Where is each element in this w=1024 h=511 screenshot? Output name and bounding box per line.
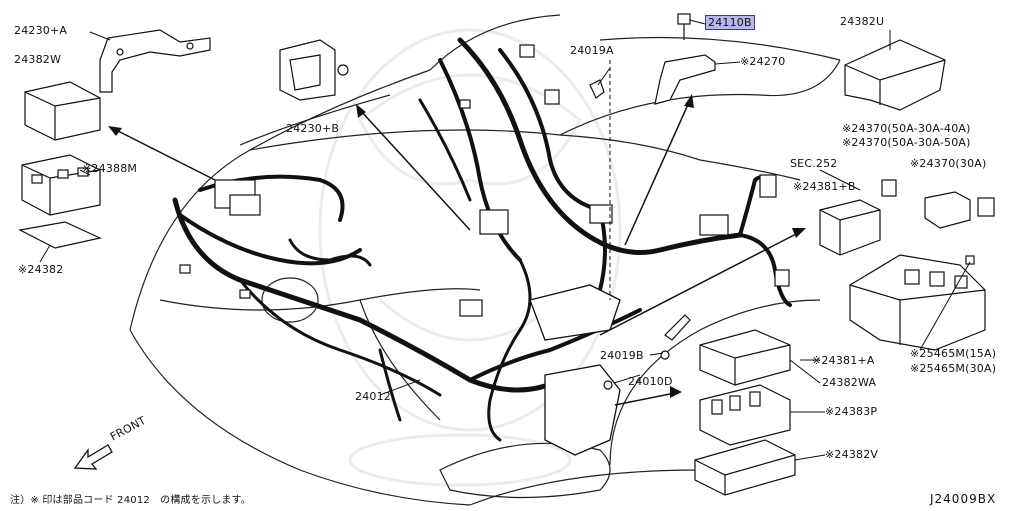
harness-connectors [179, 44, 790, 317]
label-24382w: 24382W [14, 53, 62, 66]
wiring-harness-24012 [172, 37, 792, 452]
part-24382wa-cover [699, 329, 791, 386]
label-24230b: 24230+B [286, 122, 340, 135]
label-24019a: 24019A [570, 44, 614, 57]
front-arrow-icon [73, 444, 113, 470]
label-24382wa: 24382WA [822, 376, 877, 389]
label-24012: 24012 [355, 390, 391, 403]
label-24388m: ※24388M [82, 162, 138, 175]
label-24382: ※24382 [18, 263, 64, 276]
label-24370-50a-30a-40a: ※24370(50A-30A-40A) [842, 122, 971, 135]
part-24382-bottom [18, 221, 102, 249]
part-24270-bracket [654, 54, 716, 105]
label-24270: ※24270 [740, 55, 786, 68]
label-25465m-15a: ※25465M(15A) [910, 347, 997, 360]
label-24230a: 24230+A [14, 24, 68, 37]
part-24381a-relay-box [849, 254, 986, 351]
vehicle-body-outline [129, 14, 841, 506]
label-24382u: 24382U [840, 15, 885, 28]
footnote: 注）※ 印は部品コード 24012 の構成を示します。 [10, 495, 251, 506]
part-24381b-fuse-block [819, 199, 881, 256]
part-24370-fusible-link [881, 179, 995, 229]
part-24382w-cover [24, 81, 101, 141]
part-24383p-box [699, 384, 791, 446]
label-24010d: 24010D [628, 375, 673, 388]
engine-room-boxes [529, 284, 621, 456]
part-24382v-bottom [694, 439, 796, 496]
arrow-heads [108, 94, 806, 398]
label-24381b: ※24381+B [793, 180, 856, 193]
label-24382v: ※24382V [825, 448, 879, 461]
part-24230a-bracket [99, 29, 211, 93]
label-24110b-highlighted[interactable]: 24110B [705, 15, 755, 30]
label-24370-30a: ※24370(30A) [910, 157, 987, 170]
label-24383p: ※24383P [825, 405, 878, 418]
small-clips [603, 314, 691, 390]
leader-arrows [111, 60, 801, 406]
diagram-code: J24009BX [930, 492, 997, 506]
label-25465m-30a: ※25465M(30A) [910, 362, 997, 375]
part-24110b-bolt [677, 13, 691, 40]
part-24019a-clip [589, 79, 605, 99]
label-24381a: ※24381+A [812, 354, 875, 367]
part-24382u-cover [844, 39, 946, 111]
label-24370-50a-30a-50a: ※24370(50A-30A-50A) [842, 136, 971, 149]
label-24019b: 24019B [600, 349, 644, 362]
part-24230b-bracket [279, 39, 349, 101]
label-sec252: SEC.252 [790, 157, 838, 170]
label-leaders [39, 19, 971, 461]
